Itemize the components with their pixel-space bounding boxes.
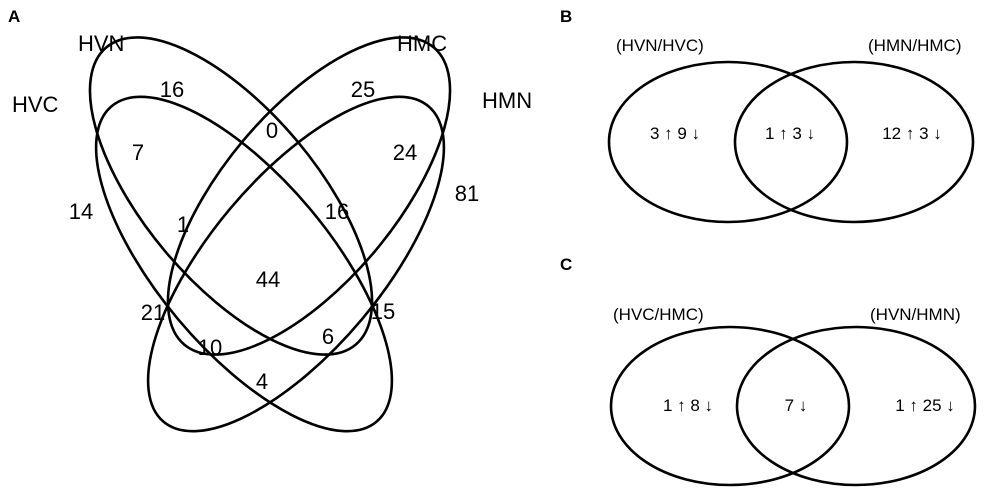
region-hvn-only: 16 (160, 77, 184, 102)
region-hvn-hmn: 15 (371, 299, 395, 324)
region-hvn-hmc: 0 (266, 118, 278, 143)
region-hvc-hvn-hmn: 6 (322, 324, 334, 349)
panel-b-right-ellipse (733, 60, 975, 224)
region-hvc-hvn: 7 (132, 140, 144, 165)
panel-b-left-label: (HVN/HVC) (616, 36, 704, 55)
panel-c-right-label: (HVN/HMN) (870, 305, 961, 324)
panel-c-right-count: 1 ↑ 25 ↓ (895, 396, 955, 415)
ellipse-hmn (146, 95, 446, 433)
region-hvc-hvn-hmc: 1 (177, 212, 189, 237)
panel-b-label: B (560, 7, 572, 26)
set-label-hvc: HVC (12, 92, 59, 117)
panel-b-right-label: (HMN/HMC) (868, 36, 961, 55)
ellipse-hmc (166, 36, 452, 356)
panel-a-label: A (8, 7, 20, 26)
panel-b-overlap-count: 1 ↑ 3 ↓ (765, 124, 815, 143)
region-hvn-hmc-hmn: 16 (325, 199, 349, 224)
region-all-four: 44 (256, 267, 280, 292)
panel-c-left-count: 1 ↑ 8 ↓ (663, 396, 713, 415)
panel-c-overlap-count: 7 ↓ (785, 396, 808, 415)
region-hvc-hmn: 4 (256, 369, 268, 394)
region-hvc-only: 14 (69, 199, 93, 224)
set-label-hmn: HMN (482, 88, 532, 113)
region-hvc-hmc-hmn: 10 (198, 335, 222, 360)
region-hmc-hmn: 24 (393, 140, 417, 165)
panel-c-left-label: (HVC/HMC) (613, 305, 704, 324)
set-label-hvn: HVN (78, 31, 124, 56)
panel-a-venn (88, 36, 452, 433)
ellipse-hvn (88, 36, 374, 356)
region-hmn-only: 81 (455, 181, 479, 206)
panel-b-right-count: 12 ↑ 3 ↓ (882, 124, 942, 143)
ellipse-hvc (94, 95, 394, 433)
panel-c-right-ellipse (735, 325, 977, 487)
region-hmc-only: 25 (351, 77, 375, 102)
panel-c-label: C (560, 255, 572, 274)
panel-b-left-count: 3 ↑ 9 ↓ (650, 124, 700, 143)
panel-b-left-ellipse (607, 60, 849, 224)
panel-c-left-ellipse (609, 325, 851, 487)
region-hvc-hmc: 21 (141, 300, 165, 325)
set-label-hmc: HMC (397, 31, 447, 56)
